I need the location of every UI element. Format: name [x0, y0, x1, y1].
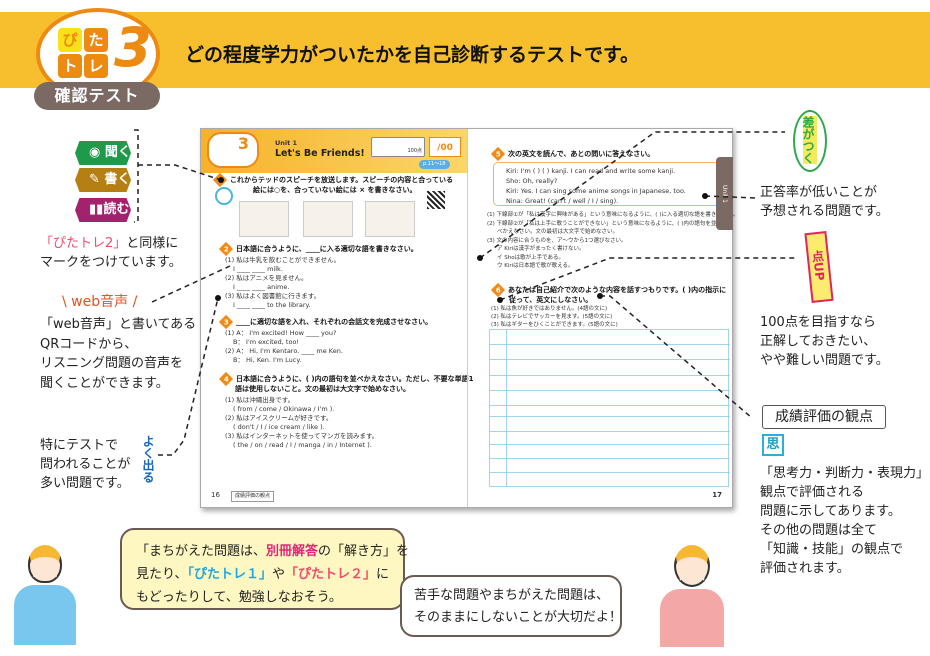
logo-number: 3	[114, 16, 152, 79]
question-3: 3____に適切な語を入れ、それぞれの会話文を完成させなさい。	[218, 314, 433, 330]
web-audio-note: 「web音声」と書いてある QRコードから、リスニング問題の音声を聞くことができま…	[40, 315, 196, 393]
q2-items: (1) 私は牛乳を飲むことができません。I ____ ____ milk.(2)…	[225, 256, 341, 309]
tag-label: 読む	[103, 202, 130, 217]
audio-icon[interactable]	[215, 187, 233, 205]
mini-logo: 3	[207, 132, 259, 168]
qr-code[interactable]	[427, 191, 445, 209]
note-line: 聞くことができます。	[40, 375, 169, 391]
footer-label: 成績評価の観点	[231, 491, 275, 502]
frequent-mark: よく出る	[141, 435, 155, 483]
ear-icon: ◉	[89, 145, 105, 160]
note-line: 問われることが	[40, 457, 131, 472]
page-number-left: 16	[211, 491, 220, 499]
note-line: と同様に	[126, 236, 179, 251]
marks-note: 「ぴたトレ2」と同様にマークをつけています。	[40, 234, 182, 272]
note-line: 多い問題です。	[40, 476, 130, 491]
q3-items: (1) A： I'm excited! How ____ you?B： I'm …	[225, 329, 343, 364]
boy-character	[14, 545, 79, 650]
time-box: /00	[429, 137, 461, 157]
write-tag: ✎ 書く	[75, 168, 131, 192]
logo-char: ぴ	[58, 28, 82, 52]
score-box: 100点	[371, 137, 425, 157]
q6-items: (1) 私は魚が好きではありません。(4語の文に)(2) 私はテレビでサッカーを…	[491, 306, 618, 328]
logo-char: た	[84, 28, 108, 52]
read-tag: ▮▮読む	[75, 198, 131, 222]
perspective-note: 「思考力・判断力・表現力」の観点で評価される問題に示してあります。その他の問題は…	[760, 466, 930, 576]
picture-1	[239, 201, 289, 237]
girl-speech-bubble: 苦手な問題やまちがえた問題は、そのままにしないことが大切だよ！	[400, 575, 622, 637]
frequent-note: 特にテストで問われることが多い問題です。	[40, 436, 130, 493]
logo-char: レ	[84, 54, 108, 78]
answer-grid	[489, 329, 730, 487]
q-text: あなたは自己紹介で次のような内容を話すつもりです。( )内の指示に	[508, 286, 727, 294]
tag-label: 書く	[104, 172, 131, 187]
unit-tab[interactable]: Unit 1	[716, 157, 733, 230]
point-up-note: 100点を目指すなら正解しておきたい、やや難しい問題です。	[760, 315, 889, 368]
pencil-icon: ✎	[89, 172, 105, 187]
picture-3	[365, 201, 415, 237]
q5-items: (1) 下線部①が「私は漢字に興味がある」という意味になるように、( )に入る適…	[487, 212, 739, 269]
page-ref: p.11～18	[419, 160, 450, 169]
evaluation-perspective-title: 成績評価の観点	[762, 405, 886, 429]
q-text: 日本語に合うように、( )内の語句を並べかえなさい。ただし、不要な単語1	[236, 375, 474, 383]
unit-label: Unit 1	[275, 139, 298, 147]
note-line: QRコードから、	[40, 336, 138, 352]
page-title: どの程度学力がついたかを自己診断するテストです。	[185, 44, 640, 66]
q-text: 従って、英文にしなさい。	[509, 296, 593, 304]
score-label: 100点	[407, 148, 422, 154]
picture-2	[303, 201, 353, 237]
q-text: 絵には○を、合っていない絵には × を書きなさい。	[253, 186, 417, 194]
note-line: リスニング問題の音声を	[40, 356, 184, 371]
marks-note-highlight: 「ぴたトレ2」	[40, 236, 127, 251]
q4-items: (1) 私は沖縄出身です。( from / come / Okinawa / I…	[225, 396, 379, 449]
book-spine	[467, 129, 468, 507]
note-line: 「web音声」と書いてある	[40, 317, 197, 332]
tag-label: 聞く	[104, 145, 131, 160]
logo-char: ト	[58, 54, 82, 78]
q-text: 日本語に合うように、____に入る適切な語を書きなさい。	[236, 245, 418, 253]
note-line: マークをつけています。	[40, 255, 182, 270]
pitatore3-logo: ぴ た ト レ 3	[28, 0, 168, 112]
q-text: 次の英文を読んで、あとの問いに答えなさい。	[508, 150, 655, 158]
diff-note: 正答率が低いことが予想される問題です。	[760, 185, 889, 219]
girl-character	[648, 545, 733, 650]
thinking-badge: 思	[762, 434, 784, 456]
unit-title: Let's Be Friends!	[275, 148, 365, 159]
q-text: 語は使用しないこと。文の最初は大文字で始めなさい。	[235, 385, 410, 393]
textbook-spread: 3 Unit 1 Let's Be Friends! 100点 /00 p.11…	[200, 128, 738, 508]
q-text: ____に適切な語を入れ、それぞれの会話文を完成させなさい。	[236, 318, 433, 326]
book-icon: ▮▮	[89, 202, 104, 217]
diff-mark-icon: 差がつく	[793, 110, 827, 172]
question-1: 1これからテッドのスピーチを放送します。スピーチの内容と合っている	[212, 172, 453, 188]
note-line: 特にテストで	[40, 438, 119, 453]
confirm-test-badge: 確認テスト	[34, 82, 160, 110]
q-text: これからテッドのスピーチを放送します。スピーチの内容と合っている	[230, 176, 453, 184]
boy-speech-bubble: 「まちがえた問題は、別冊解答の「解き方」を 見たり、「ぴたトレ１」や「ぴたトレ２…	[120, 528, 409, 610]
listen-tag: ◉ 聞く	[75, 141, 131, 165]
page-number-right: 17	[712, 491, 722, 499]
web-audio-label: \ web音声 /	[62, 294, 138, 310]
